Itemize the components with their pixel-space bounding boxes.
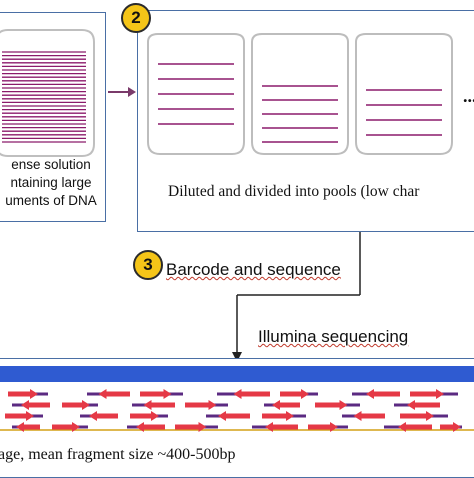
read-arrowhead (98, 389, 107, 399)
step2-badge: 2 (121, 3, 151, 33)
read-arrow (280, 391, 301, 397)
read-arrowhead (407, 400, 415, 410)
read-arrowhead (163, 389, 172, 399)
pool-beaker (355, 33, 453, 155)
read-arrowhead (136, 422, 144, 432)
sequencing-label-text: Illumina sequencing (258, 327, 409, 346)
read-arrow (52, 424, 72, 430)
pools-caption: Diluted and divided into pools (low char (168, 183, 420, 200)
pool-beaker (251, 33, 349, 155)
arrow-to-pools (108, 87, 136, 97)
read-arrowhead (436, 389, 444, 399)
read-arrowhead (398, 422, 406, 432)
read-arrow (273, 424, 298, 430)
read-arrowhead (233, 389, 242, 399)
read-arrow (185, 402, 209, 408)
read-arrow (374, 391, 400, 397)
read-arrow (315, 402, 340, 408)
caption-line: ense solution (11, 157, 91, 172)
read-arrowhead (198, 422, 207, 432)
read-arrowhead (286, 411, 294, 421)
reference-bar (0, 366, 474, 382)
read-arrow (144, 424, 165, 430)
read-arrowhead (208, 400, 217, 410)
read-arrow (440, 424, 453, 430)
barcode-label: Barcode and sequence (166, 260, 341, 280)
pool-beakers (147, 33, 453, 155)
read-arrow (106, 391, 130, 397)
read-arrow (175, 424, 199, 430)
read-arrow (24, 424, 40, 430)
read-arrow (29, 402, 50, 408)
read-arrowhead (30, 389, 38, 399)
read-arrowhead (82, 400, 90, 410)
read-arrowhead (218, 411, 226, 421)
read-arrow (62, 402, 82, 408)
caption-line: ntaining large (10, 175, 92, 190)
read-arrowhead (89, 411, 97, 421)
read-arrow (130, 413, 151, 419)
read-arrow (241, 391, 270, 397)
read-arrowhead (21, 400, 29, 410)
read-arrowhead (426, 411, 434, 421)
read-arrowhead (339, 400, 348, 410)
bottom-caption: age, mean fragment size ~400-500bp (0, 446, 236, 463)
read-arrowhead (353, 411, 362, 421)
barcode-label-text: Barcode and sequence (166, 260, 341, 279)
read-arrowhead (330, 422, 338, 432)
ellipsis: ... (463, 86, 474, 106)
read-arrowhead (72, 422, 80, 432)
read-arrow (97, 413, 118, 419)
read-arrowhead (301, 389, 309, 399)
dense-solution-beaker (0, 29, 95, 157)
read-arrowhead (16, 422, 24, 432)
read-arrow (361, 413, 385, 419)
sequencing-label: Illumina sequencing (258, 327, 408, 347)
read-arrow (410, 391, 436, 397)
read-arrowhead (265, 422, 273, 432)
read-arrow (308, 424, 330, 430)
read-arrow (400, 413, 426, 419)
read-arrow (280, 402, 300, 408)
read-arrow (151, 402, 175, 408)
read-arrow (8, 391, 30, 397)
read-arrow (406, 424, 432, 430)
step3-badge: 3 (133, 250, 163, 280)
read-arrowhead (143, 400, 152, 410)
caption-line: uments of DNA (5, 193, 97, 208)
dna-fragment-lines (2, 51, 86, 143)
read-arrow (140, 391, 164, 397)
read-arrowhead (453, 422, 461, 432)
read-arrowhead (26, 411, 34, 421)
read-arrow (415, 402, 440, 408)
read-arrow (226, 413, 250, 419)
read-arrow (262, 413, 286, 419)
read-arrowhead (151, 411, 159, 421)
step1-caption: ense solution ntaining large uments of D… (0, 156, 106, 210)
aligned-reads (0, 389, 474, 432)
read-arrow (5, 413, 26, 419)
read-arrowhead (272, 400, 280, 410)
read-arrowhead (366, 389, 374, 399)
